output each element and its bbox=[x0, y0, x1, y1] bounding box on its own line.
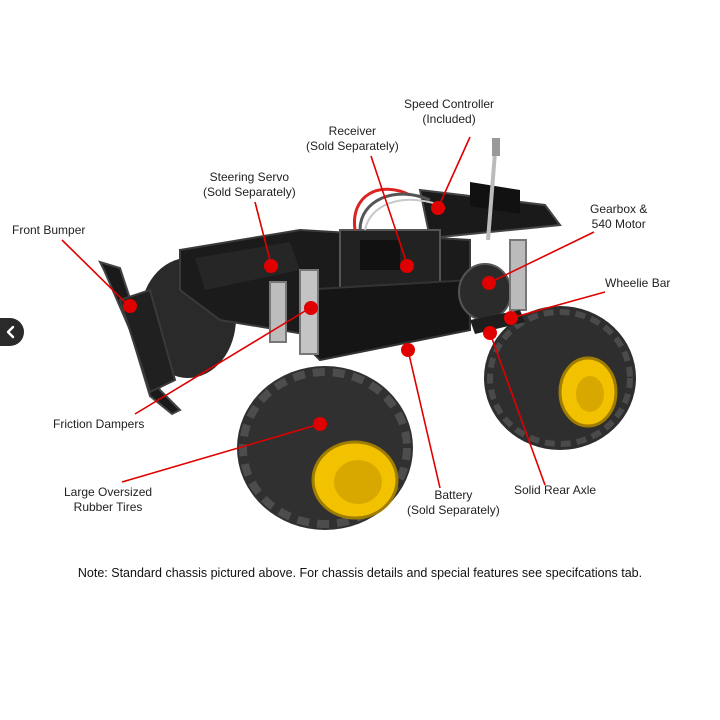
label-speed-controller: Speed Controller (Included) bbox=[404, 97, 495, 126]
label-steering-servo: Steering Servo (Sold Separately) bbox=[203, 170, 296, 199]
marker-steering-servo bbox=[264, 259, 278, 273]
front-right-tire bbox=[237, 366, 413, 530]
marker-wheelie-bar bbox=[504, 311, 518, 325]
marker-front-bumper bbox=[123, 299, 137, 313]
label-solid-rear-axle: Solid Rear Axle bbox=[514, 483, 597, 497]
marker-gearbox-motor bbox=[482, 276, 496, 290]
chassis-illustration bbox=[98, 138, 636, 530]
chassis-note: Note: Standard chassis pictured above. F… bbox=[77, 566, 643, 580]
antenna bbox=[486, 139, 498, 241]
label-wheelie-bar: Wheelie Bar bbox=[605, 276, 671, 290]
gearbox bbox=[458, 263, 512, 321]
callout-lines bbox=[61, 136, 606, 489]
marker-receiver bbox=[400, 259, 414, 273]
marker-speed-controller bbox=[431, 201, 445, 215]
marker-solid-rear-axle bbox=[483, 326, 497, 340]
marker-friction-dampers bbox=[304, 301, 318, 315]
label-front-bumper: Front Bumper bbox=[12, 223, 86, 237]
chevron-left-icon bbox=[6, 325, 15, 339]
label-battery: Battery (Sold Separately) bbox=[407, 488, 500, 517]
previous-image-button[interactable] bbox=[0, 318, 24, 346]
label-gearbox-motor: Gearbox & 540 Motor bbox=[590, 202, 648, 231]
rear-right-tire bbox=[484, 306, 636, 450]
marker-large-tires bbox=[313, 417, 327, 431]
callout-markers bbox=[123, 201, 518, 431]
label-friction-dampers: Friction Dampers bbox=[53, 417, 145, 431]
label-receiver: Receiver (Sold Separately) bbox=[306, 124, 399, 153]
label-large-tires: Large Oversized Rubber Tires bbox=[64, 485, 153, 514]
marker-battery bbox=[401, 343, 415, 357]
